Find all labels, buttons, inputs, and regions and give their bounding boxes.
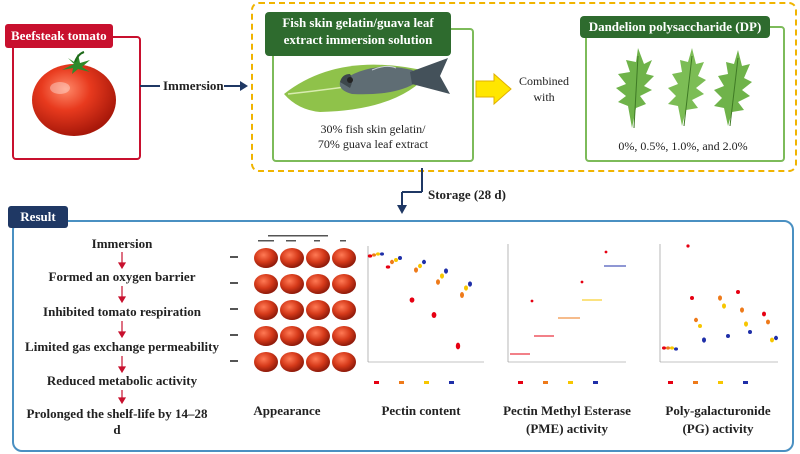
result-step-arrows [117,252,127,405]
appearance-caption: Appearance [253,403,321,418]
beefsteak-tomato-header: Beefsteak tomato [5,24,113,48]
dp-concentrations-label: 0%, 0.5%, 1.0%, and 2.0% [618,139,748,153]
immersion-label: Immersion [163,78,224,93]
result-step-1: Immersion [91,236,153,251]
pectin-content-chart [367,246,484,384]
pme-caption-line-1: Pectin Methyl Esterase [503,403,631,418]
storage-label: Storage (28 d) [428,187,506,202]
result-header: Result [8,206,68,228]
fish-and-leaf-illustration [284,58,450,112]
result-step-4: Limited gas exchange permeability [25,339,219,354]
combined-with-label: Combined with [519,74,569,104]
appearance-tomato-grid [230,235,356,372]
result-step-3: Inhibited tomato respiration [43,304,201,319]
storage-connector-arrow [397,168,423,214]
solution-description-line-1: 30% fish skin gelatin/ [320,122,426,136]
result-panel [12,220,794,452]
pg-activity-chart [659,244,778,384]
immersion-solution-header: Fish skin gelatin/guava leaf extract imm… [265,12,451,56]
result-step-6: Prolonged the shelf-life by 14–28 d [26,406,208,437]
pectin-content-caption: Pectin content [381,403,461,418]
pme-caption-line-2: (PME) activity [526,421,608,436]
result-step-5: Reduced metabolic activity [46,373,198,388]
immersion-arrow [140,81,248,91]
dandelion-polysaccharide-header: Dandelion polysaccharide (DP) [580,16,770,38]
treatment-group-box [251,2,797,172]
pme-activity-chart [507,244,626,384]
pg-caption-line-1: Poly-galacturonide [665,403,771,418]
combine-arrow-icon [475,72,512,106]
tomato-illustration [32,51,116,136]
pg-caption-line-2: (PG) activity [682,421,754,436]
result-step-2: Formed an oxygen barrier [48,269,196,284]
dandelion-leaves-illustration [616,48,752,129]
solution-description-line-2: 70% guava leaf extract [317,137,429,151]
